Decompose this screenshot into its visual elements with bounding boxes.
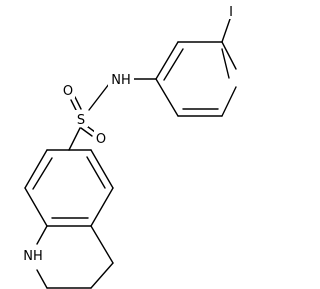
ring-nh-label: NH [23, 249, 43, 264]
bond [68, 127, 81, 151]
atom-labels: I NH S O O NH [20, 3, 237, 264]
bond [155, 41, 179, 80]
bond [90, 225, 114, 264]
bond [32, 157, 53, 190]
bond [221, 48, 230, 79]
bond [90, 187, 114, 227]
bond [155, 78, 179, 117]
bond [163, 48, 184, 81]
bond [24, 149, 48, 189]
bond [24, 187, 48, 227]
bond [90, 149, 114, 189]
sulfonamide-nh-label: NH [111, 73, 131, 88]
bond [88, 83, 110, 111]
bond [36, 269, 48, 289]
oxygen-atom-label-lower: O [96, 132, 106, 147]
bond [74, 96, 82, 110]
iodine-atom-label: I [229, 5, 233, 20]
sulfur-atom-label: S [77, 113, 85, 128]
bond [90, 262, 114, 289]
oxygen-atom-label-upper: O [63, 84, 73, 99]
bond [221, 18, 231, 43]
bond [221, 86, 237, 117]
bond [36, 225, 48, 245]
bond [86, 156, 106, 189]
bond [80, 127, 93, 137]
bonds [24, 18, 237, 289]
molecule-diagram: I NH S O O NH [20, 3, 237, 289]
bond [221, 41, 237, 70]
